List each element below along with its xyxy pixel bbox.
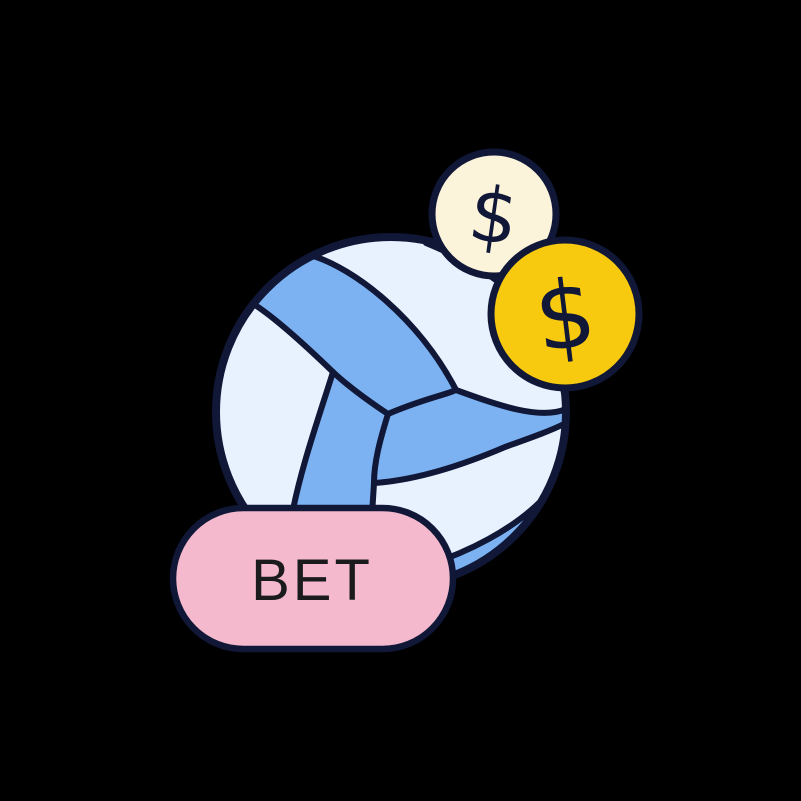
coin-large: $ [487, 236, 643, 392]
bet-badge: BET [169, 504, 457, 653]
dollar-sign-icon: $ [529, 259, 602, 374]
volleyball-icon [212, 233, 570, 591]
bet-badge-label: BET [251, 548, 373, 613]
volleyball-panel-right [374, 390, 566, 483]
volleyball-panel-bottom-sliver [428, 494, 547, 584]
coin-small: $ [428, 148, 560, 280]
coin-small-circle [428, 148, 560, 280]
coin-large-circle [487, 236, 643, 392]
volleyball-panel-upper-left [255, 255, 456, 414]
bet-badge-pill [169, 504, 457, 653]
